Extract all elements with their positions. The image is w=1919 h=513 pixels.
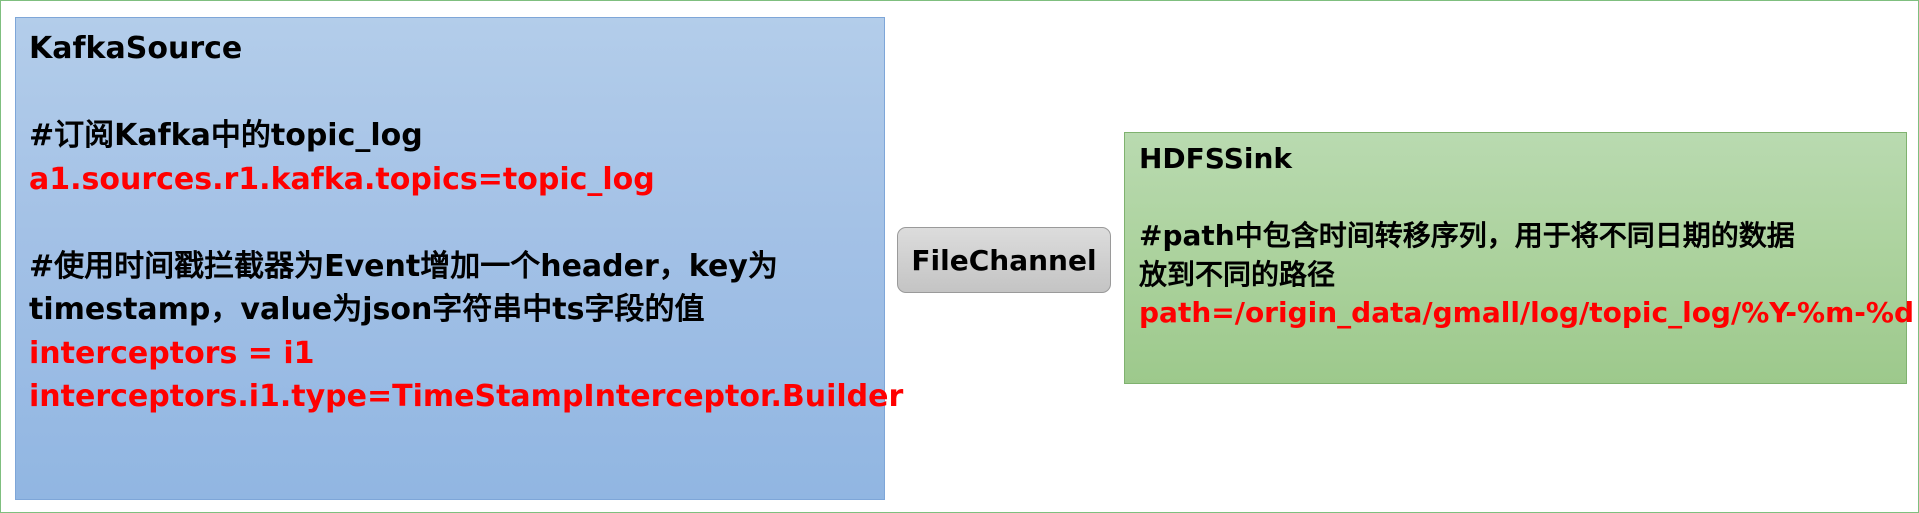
hdfs-config-path: path=/origin_data/gmall/log/topic_log/%Y… bbox=[1139, 296, 1914, 329]
kafka-comment-subscribe: #订阅Kafka中的topic_log bbox=[29, 118, 423, 153]
kafka-config-interceptor-type: interceptors.i1.type=TimeStampIntercepto… bbox=[29, 379, 904, 414]
kafka-source-box: KafkaSource #订阅Kafka中的topic_log a1.sourc… bbox=[15, 17, 904, 500]
kafka-comment-interceptor-line2: timestamp，value为json字符串中ts字段的值 bbox=[29, 292, 705, 327]
kafka-config-topics: a1.sources.r1.kafka.topics=topic_log bbox=[29, 161, 655, 197]
hdfs-sink-box: HDFSSink #path中包含时间转移序列，用于将不同日期的数据 放到不同的… bbox=[1124, 132, 1914, 384]
hdfs-comment-line2: 放到不同的路径 bbox=[1139, 257, 1336, 291]
hdfs-sink-title: HDFSSink bbox=[1139, 142, 1293, 175]
kafka-config-interceptors: interceptors = i1 bbox=[29, 335, 315, 371]
kafka-source-title: KafkaSource bbox=[29, 31, 243, 66]
kafka-comment-interceptor-line1: #使用时间戳拦截器为Event增加一个header，key为 bbox=[29, 248, 778, 284]
spacer bbox=[1139, 179, 1906, 218]
spacer bbox=[29, 201, 884, 245]
file-channel-box: FileChannel bbox=[897, 227, 1111, 293]
file-channel-label: FileChannel bbox=[911, 243, 1097, 277]
hdfs-comment-line1: #path中包含时间转移序列，用于将不同日期的数据 bbox=[1139, 219, 1795, 252]
spacer bbox=[29, 71, 884, 115]
